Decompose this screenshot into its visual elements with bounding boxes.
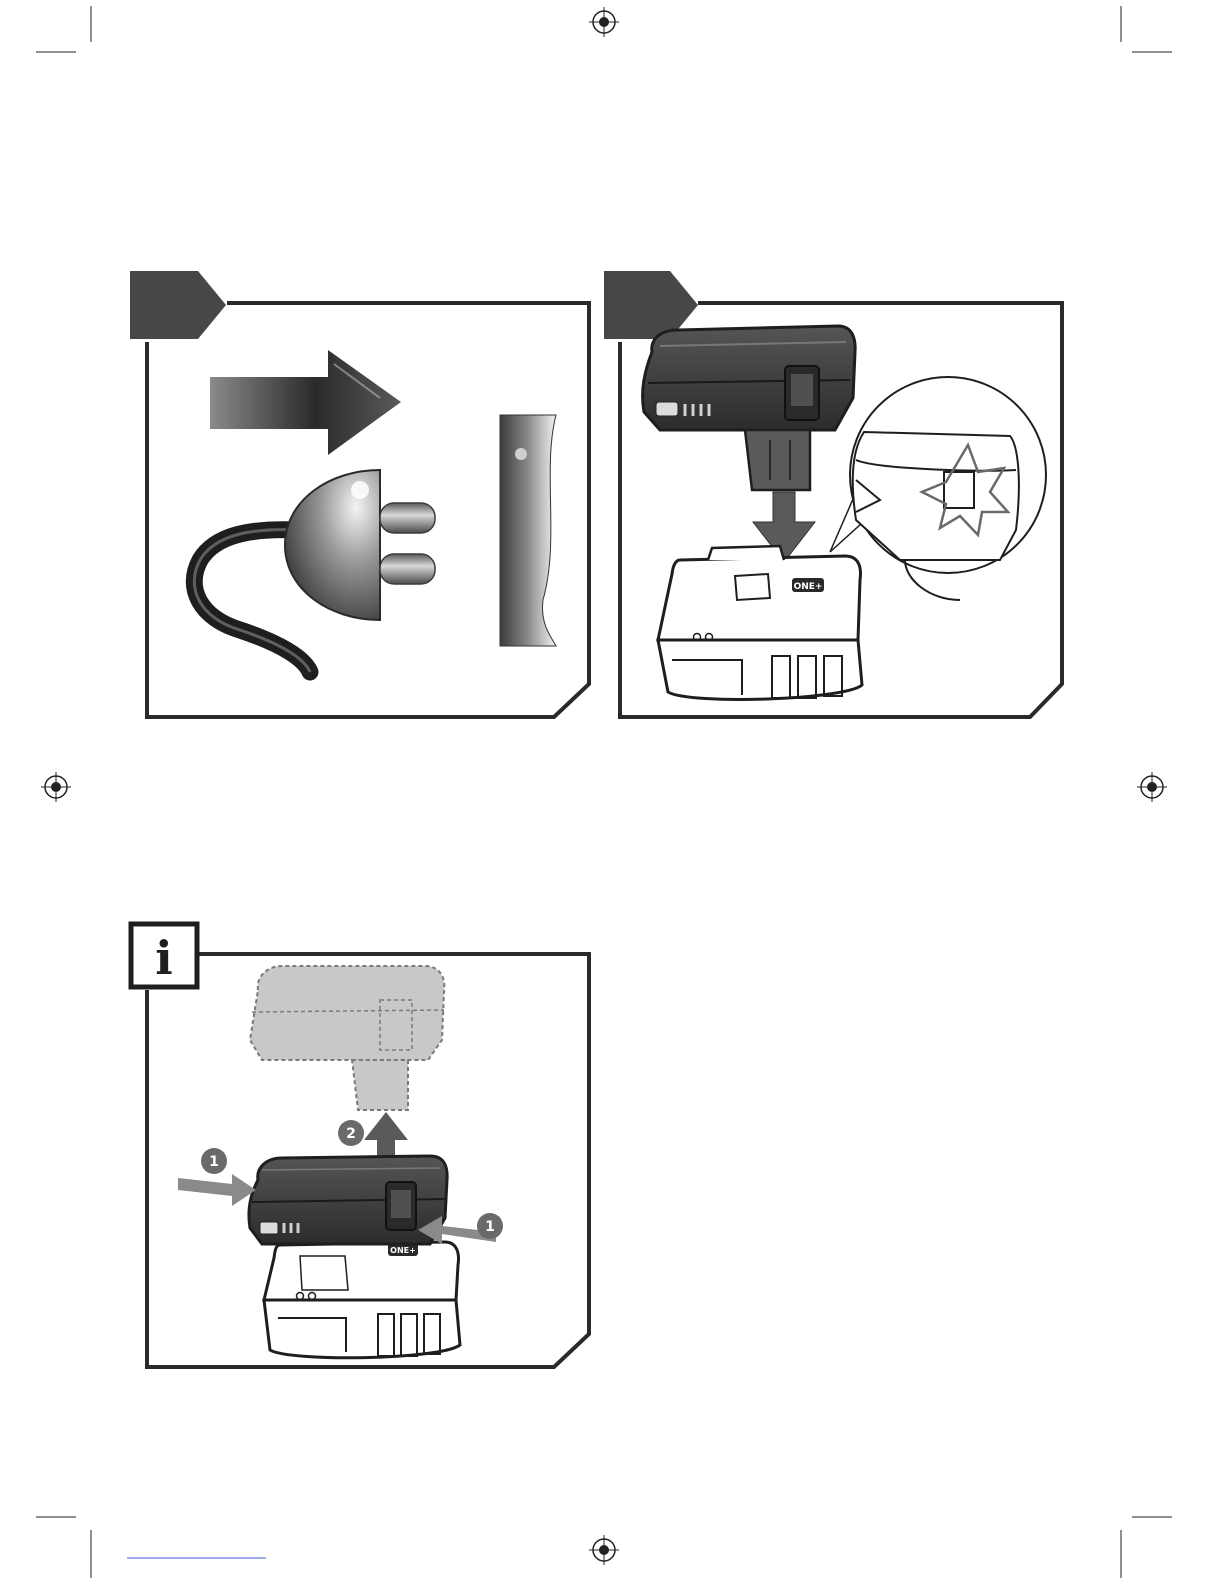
charger-brand-label: ONE+ [390, 1246, 416, 1255]
click-detail-callout [830, 377, 1046, 600]
plug-figure [130, 271, 589, 717]
info-icon: i [155, 931, 172, 985]
arrow-right-icon [210, 350, 401, 455]
wall-socket-icon [500, 415, 556, 646]
figure-tab [130, 271, 226, 339]
plug-pin-bottom [380, 554, 435, 584]
remove-battery-figure: i 2 ONE+ [131, 924, 589, 1367]
arrow-up-icon [364, 1112, 408, 1162]
plug-pin-top [380, 503, 435, 533]
step-label-2: 2 [346, 1126, 356, 1142]
insert-battery-figure: ONE+ [604, 271, 1062, 717]
crop-marks [36, 6, 1172, 1578]
battery-ghost [250, 966, 444, 1110]
registration-mark-left [41, 772, 71, 802]
press-arrow-left [178, 1174, 256, 1206]
battery-pack [643, 326, 856, 490]
step-label-1-left: 1 [209, 1154, 219, 1170]
charger: ONE+ [264, 1242, 460, 1358]
charger: ONE+ [658, 546, 862, 699]
registration-mark-bottom [589, 1535, 619, 1565]
step-label-1-right: 1 [485, 1219, 495, 1235]
registration-mark-right [1137, 772, 1167, 802]
registration-mark-top [589, 7, 619, 37]
charger-brand-label: ONE+ [794, 582, 823, 592]
battery-pack [249, 1156, 447, 1244]
